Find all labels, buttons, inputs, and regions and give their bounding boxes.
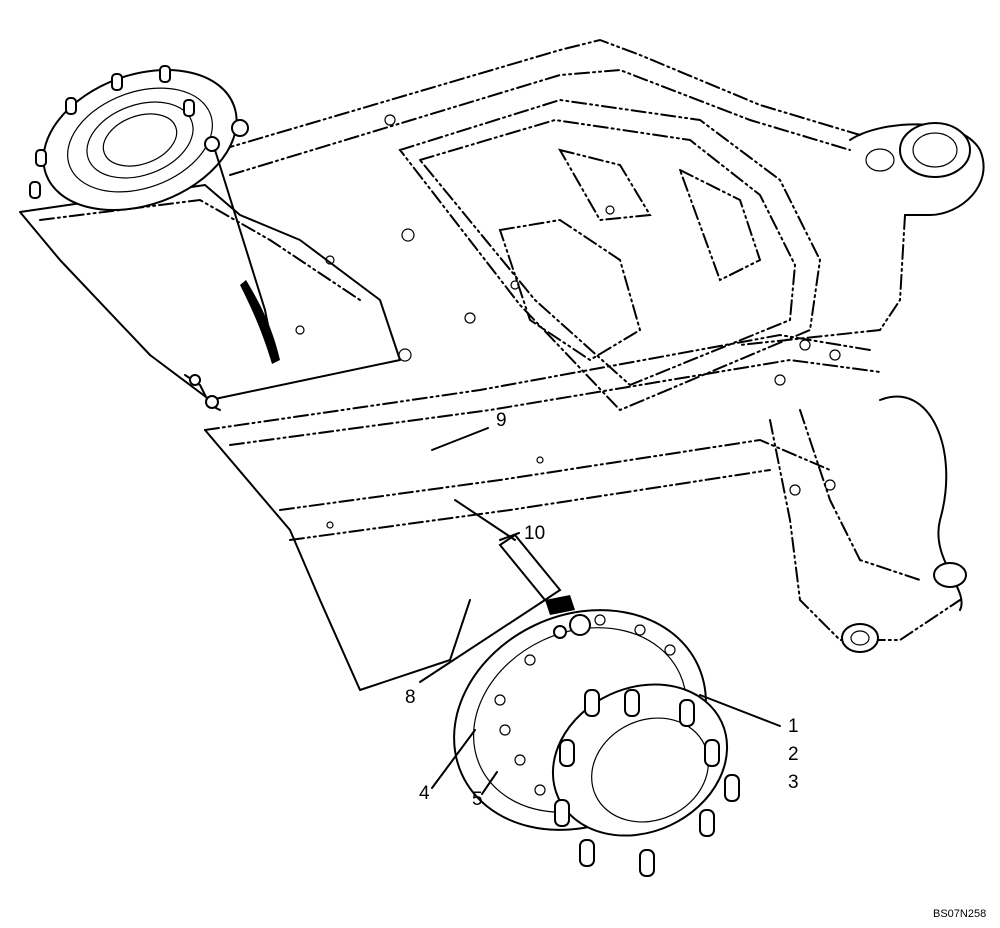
- frame-outline: [19, 38, 985, 691]
- drawing-code: BS07N258: [933, 908, 987, 920]
- callout-2: 2: [788, 744, 799, 765]
- callout-9: 9: [496, 410, 507, 431]
- callout-5: 5: [472, 789, 483, 810]
- leader-lines: [419, 427, 781, 795]
- callout-4: 4: [419, 783, 430, 804]
- callout-3: 3: [788, 772, 799, 793]
- left-fitting: [184, 374, 221, 411]
- upper-hub: [29, 65, 280, 364]
- callout-8: 8: [405, 687, 416, 708]
- callout-1: 1: [788, 716, 799, 737]
- callout-10: 10: [524, 523, 546, 544]
- lower-hub: [453, 499, 740, 877]
